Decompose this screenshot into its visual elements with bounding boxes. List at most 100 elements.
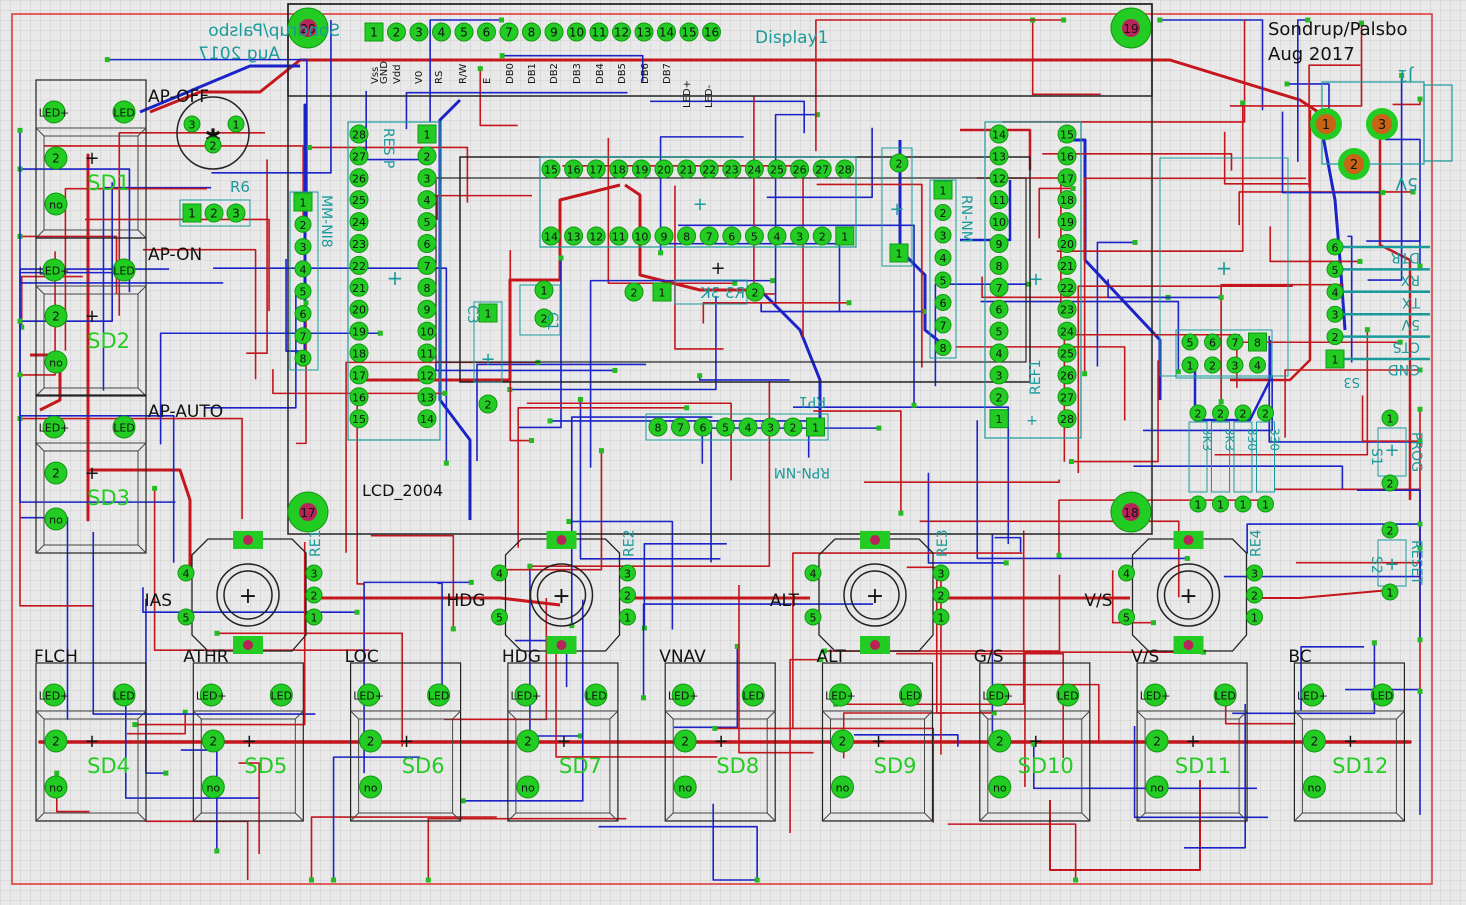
display-pin-name: RS <box>434 71 445 84</box>
display-pin: 1 <box>364 22 384 42</box>
ic-pin: 27 <box>1057 387 1077 407</box>
pad-label: 5 <box>496 612 503 625</box>
header-pin: 7 <box>1226 333 1244 351</box>
switch-no-pad: no <box>201 775 225 799</box>
pad-label: 5 <box>940 275 947 288</box>
pad-label: 9 <box>550 26 558 40</box>
encoder-pin: 2 <box>305 586 323 604</box>
mount-hole-label: 20 <box>300 22 315 36</box>
encoder-center-mark: + <box>866 584 884 609</box>
pad-label: 2 <box>367 735 375 749</box>
pad-label: no <box>1150 782 1164 795</box>
pad-label: 3 <box>1251 568 1258 581</box>
led-plus-pad: LED+ <box>825 683 856 707</box>
pad-label: 1 <box>1332 354 1339 367</box>
pad-label: 8 <box>683 231 690 244</box>
jack-caption: 5V <box>1395 173 1418 193</box>
encoder-pin: 5 <box>804 608 822 626</box>
serial-pin: 5 <box>1326 260 1344 278</box>
pad-label: no <box>49 782 63 795</box>
pad-label: 18 <box>1060 194 1074 207</box>
ic-pin: 17 <box>586 159 606 179</box>
pad-label: no <box>49 199 63 212</box>
switch-center-mark: + <box>1028 731 1043 752</box>
pad-label: 11 <box>612 231 626 244</box>
pad-label: 25 <box>1060 348 1074 361</box>
pad-label: 9 <box>996 238 1003 251</box>
ic-pin: 19 <box>631 159 651 179</box>
switch-pin-pad: 2 <box>673 729 697 753</box>
pad-label: 4 <box>1254 360 1261 373</box>
cap-pin: 1 <box>534 280 554 300</box>
pad-label: 3 <box>624 568 631 581</box>
pad-label: 11 <box>420 348 434 361</box>
ic-pin: 19 <box>349 321 369 341</box>
ic-pin: 1 <box>835 226 855 246</box>
pad-label: 7 <box>940 320 947 333</box>
header-pin: 6 <box>1204 333 1221 351</box>
pad-label: 4 <box>183 568 190 581</box>
pad-label: 2 <box>52 735 60 749</box>
jack-pin-label: 2 <box>1350 158 1358 173</box>
display-pin-name: LED- <box>704 84 715 108</box>
jack-pin-label: 3 <box>1378 118 1386 133</box>
switch-no-pad: no <box>516 775 540 799</box>
switch-designator: SD11 <box>1175 754 1231 778</box>
ic-pin: 24 <box>349 212 369 232</box>
network-pin: 7 <box>671 417 690 437</box>
button-caption: PROG <box>1408 432 1424 472</box>
pad-label: LED+ <box>39 265 70 278</box>
pad-label: 8 <box>424 282 431 295</box>
pad-label: 1 <box>659 287 666 300</box>
pad-label: 4 <box>996 348 1003 361</box>
trace-layer <box>17 17 1423 883</box>
pad-label: LED+ <box>1140 690 1171 703</box>
pad-label: 2 <box>996 391 1003 404</box>
display-pin-name: GND <box>379 61 390 84</box>
pad-label: 1 <box>1387 587 1394 600</box>
display-pin: 7 <box>499 22 519 42</box>
button-designator: S1 <box>1368 448 1384 466</box>
pad-label: 4 <box>424 194 431 207</box>
ic-pin: 20 <box>349 299 369 319</box>
cap-pin: 2 <box>478 394 498 414</box>
ic-pin: 23 <box>1057 299 1077 319</box>
pad-label: 12 <box>992 172 1006 185</box>
pad-label: LED+ <box>982 690 1013 703</box>
pad-label: 2 <box>996 735 1004 749</box>
r6-pin: 2 <box>204 203 224 223</box>
switch-no-pad: no <box>988 775 1012 799</box>
ic-pin: 8 <box>677 226 697 246</box>
pad-label: no <box>49 514 63 527</box>
resistor-pin: 2 <box>745 282 765 302</box>
pad-label: 5 <box>183 612 190 625</box>
switch-center-mark: + <box>714 731 729 752</box>
ic-pin: 24 <box>1057 321 1077 341</box>
pad-label: 8 <box>996 260 1003 273</box>
title-right-line2: Aug 2017 <box>1268 44 1355 65</box>
encoder-mount-pad <box>233 531 263 549</box>
pad-label: LED+ <box>511 690 542 703</box>
